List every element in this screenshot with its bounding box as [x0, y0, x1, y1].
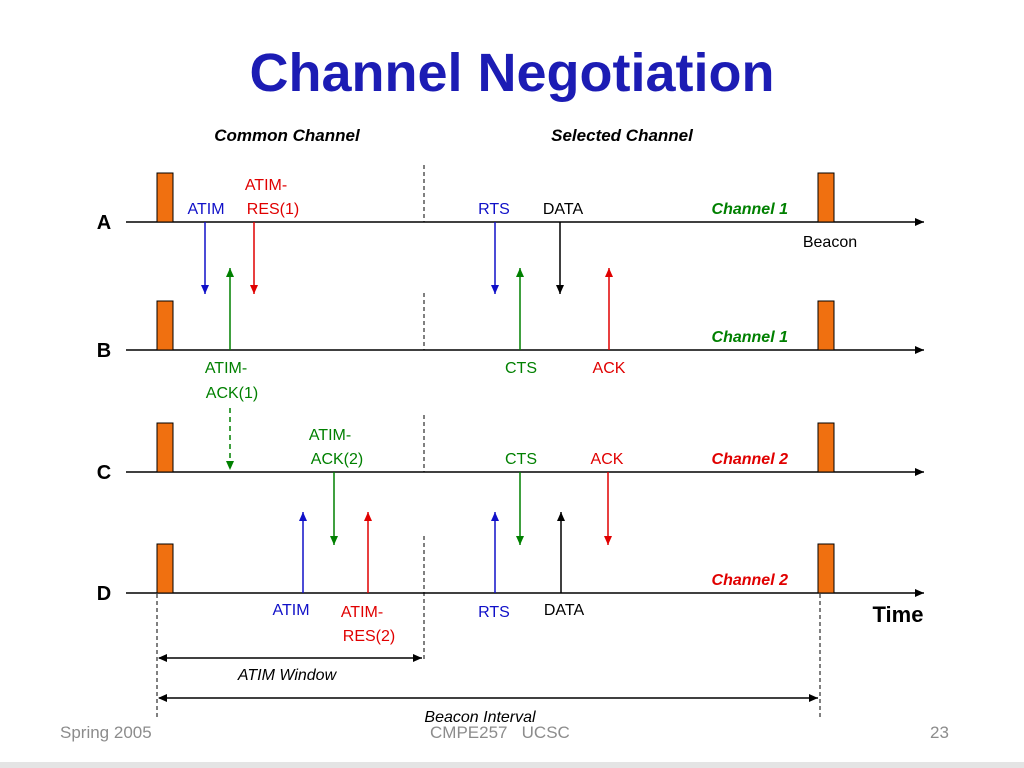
footer-center: CMPE257 UCSC [430, 723, 570, 742]
footer-page-number: 23 [930, 723, 949, 742]
bottom-rule [0, 762, 1024, 768]
header-common-channel: Common Channel [214, 126, 361, 145]
msg-atim-res2-line1: ATIM- [341, 604, 383, 621]
slide-title: Channel Negotiation [249, 43, 775, 103]
msg-atim-res1-line1: ATIM- [245, 177, 287, 194]
beacon-c-end [817, 422, 835, 473]
channel-label-b: Channel 1 [712, 329, 789, 346]
channel-label-d: Channel 2 [712, 572, 789, 589]
channel-label-c: Channel 2 [712, 451, 789, 468]
msg-data-a: DATA [543, 201, 584, 218]
header-selected-channel: Selected Channel [551, 126, 694, 145]
beacon-a-end [817, 172, 835, 223]
msg-rts-a: RTS [478, 201, 510, 218]
beacon-d-start [156, 543, 174, 594]
msg-ack-b: ACK [593, 360, 626, 377]
beacon-b-end [817, 300, 835, 351]
footer-left: Spring 2005 [60, 723, 152, 742]
atim-window-divider [156, 165, 821, 720]
msg-cts-b: CTS [505, 360, 537, 377]
timeline-b [126, 300, 924, 354]
msg-atim-res1-line2: RES(1) [247, 201, 299, 218]
timeline-d [126, 543, 924, 597]
row-label-d: D [97, 583, 111, 605]
msg-ack-c: ACK [591, 451, 624, 468]
msg-atim-ack1-line1: ATIM- [205, 360, 247, 377]
atim-window-label: ATIM Window [237, 667, 338, 684]
msg-atim-ack2-line1: ATIM- [309, 427, 351, 444]
msg-atim-a: ATIM [187, 201, 224, 218]
row-label-c: C [97, 462, 111, 484]
time-label: Time [873, 602, 924, 627]
msg-rts-d: RTS [478, 604, 510, 621]
beacon-d-end [817, 543, 835, 594]
beacon-interval-label: Beacon Interval [424, 709, 536, 726]
timeline-c [126, 422, 924, 476]
msg-atim-ack2-line2: ACK(2) [311, 451, 363, 468]
row-label-a: A [97, 212, 111, 234]
msg-atim-d: ATIM [272, 602, 309, 619]
msg-data-d: DATA [544, 602, 585, 619]
msg-atim-ack1-line2: ACK(1) [206, 385, 258, 402]
beacon-b-start [156, 300, 174, 351]
timeline-a [126, 172, 924, 226]
msg-cts-c: CTS [505, 451, 537, 468]
beacon-a-start [156, 172, 174, 223]
msg-atim-res2-line2: RES(2) [343, 628, 395, 645]
channel-label-a: Channel 1 [712, 201, 789, 218]
beacon-label: Beacon [803, 234, 857, 251]
beacon-c-start [156, 422, 174, 473]
row-label-b: B [97, 340, 111, 362]
